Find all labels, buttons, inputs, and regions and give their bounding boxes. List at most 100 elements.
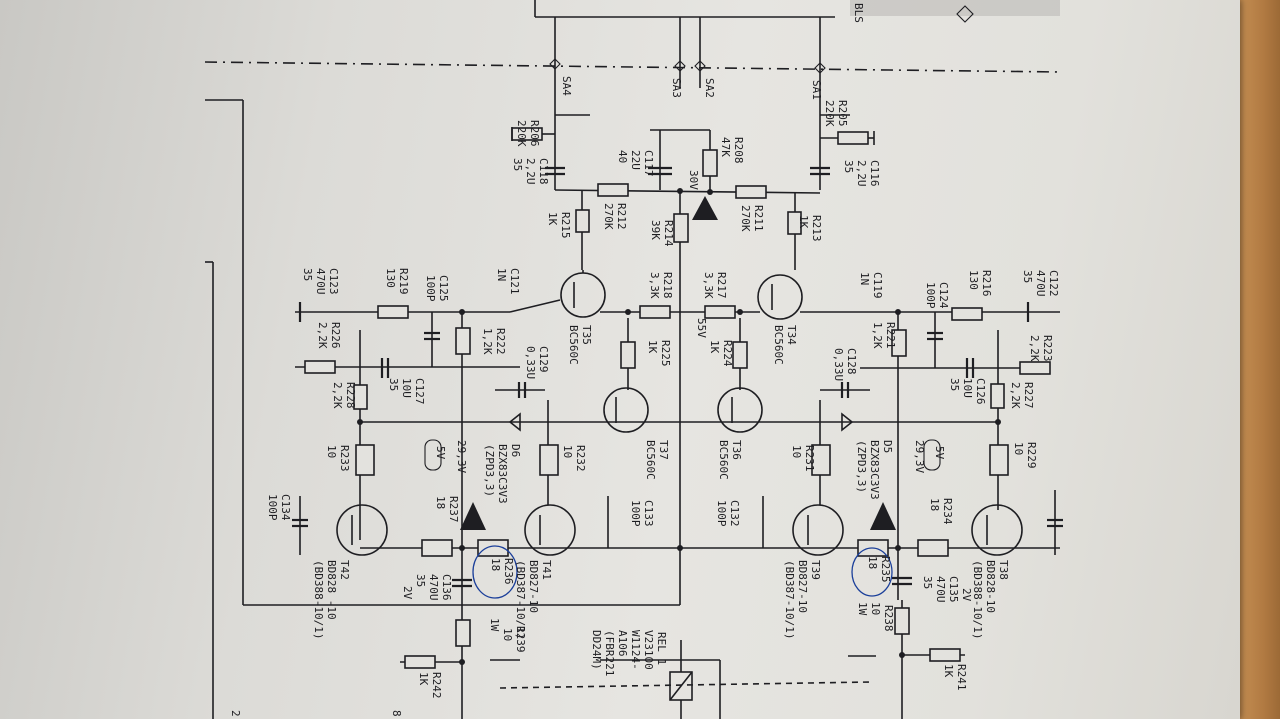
c136-note: 2V bbox=[401, 586, 414, 600]
t42-type: BD828 -10 bbox=[325, 560, 338, 620]
r214-value: 39K bbox=[649, 220, 662, 240]
r229-body bbox=[989, 444, 1009, 476]
r228-body bbox=[353, 384, 368, 410]
wiring bbox=[292, 299, 1063, 719]
t36-type: BC560C bbox=[717, 440, 730, 480]
r236-marker-circle bbox=[472, 545, 518, 599]
r236-value: 18 bbox=[489, 558, 502, 571]
sa4-label: SA4 bbox=[560, 76, 573, 96]
r221-label: R221 bbox=[884, 322, 897, 349]
r217-label: R217 bbox=[715, 272, 728, 299]
c118-label: C118 bbox=[537, 158, 550, 185]
c118-voltage: 35 bbox=[511, 158, 524, 171]
ground-triangle-left bbox=[460, 502, 486, 530]
r235-label: R235 bbox=[879, 556, 892, 583]
transistors bbox=[336, 270, 1023, 556]
t42-alt: (BD388-10/1) bbox=[312, 560, 325, 639]
t39-symbol bbox=[792, 504, 844, 556]
c116-voltage: 35 bbox=[842, 160, 855, 173]
c119-label: C119 bbox=[871, 272, 884, 299]
ground-triangle-top bbox=[692, 196, 718, 220]
r205-label: R205 bbox=[836, 100, 849, 127]
r219-label: R219 bbox=[397, 268, 410, 295]
r232-body bbox=[539, 444, 559, 476]
t38-type: BD828-10 bbox=[984, 560, 997, 613]
r211-label: R211 bbox=[752, 205, 765, 232]
d5-symbol bbox=[841, 412, 854, 432]
c125-label: C125 bbox=[437, 275, 450, 302]
r206-label: R206 bbox=[528, 120, 541, 147]
r238-body bbox=[894, 607, 910, 635]
r228-value: 2,2K bbox=[331, 382, 344, 409]
t38-alt: (BD388-10/1) bbox=[971, 560, 984, 639]
r224-label: R224 bbox=[721, 340, 734, 367]
rel1-type: V23100 bbox=[642, 630, 655, 670]
v293-left-label: 29,3V bbox=[455, 440, 468, 473]
r237-body bbox=[421, 539, 453, 557]
v30-label: 30V bbox=[687, 170, 700, 190]
rel1-label: REL 1 bbox=[655, 632, 668, 665]
corner-label: BLS bbox=[852, 3, 865, 23]
c134-value: 100P bbox=[266, 494, 279, 521]
edge-mark-8: 8 bbox=[390, 710, 403, 717]
v5-right-label: 5V bbox=[933, 446, 946, 460]
r215-value: 1K bbox=[546, 212, 559, 226]
d6-alt: (ZPD3,3) bbox=[483, 444, 496, 497]
c129-value: 0,33U bbox=[524, 346, 537, 379]
r225-value: 1K bbox=[646, 340, 659, 354]
c126-label: C126 bbox=[974, 378, 987, 405]
r234-value: 18 bbox=[928, 498, 941, 511]
rel1-type2: W1124- bbox=[629, 630, 642, 670]
r205-value: 220K bbox=[823, 100, 836, 127]
r231-value: 10 bbox=[790, 445, 803, 458]
r241-body bbox=[929, 648, 961, 662]
c135-label: C135 bbox=[947, 576, 960, 603]
c136-voltage: 35 bbox=[414, 574, 427, 587]
r234-body bbox=[917, 539, 949, 557]
r213-label: R213 bbox=[810, 215, 823, 242]
d5-type: BZX83C3V3 bbox=[868, 440, 881, 500]
r221-value: 1,2K bbox=[871, 322, 884, 349]
t34-type: BC560C bbox=[772, 325, 785, 365]
r238-power: 1W bbox=[856, 602, 869, 616]
r239-value: 10 bbox=[501, 628, 514, 641]
r241-value: 1K bbox=[942, 664, 955, 678]
t41-type: BD827-10 bbox=[527, 560, 540, 613]
r222-body bbox=[455, 327, 471, 355]
t36-label: T36 bbox=[730, 440, 743, 460]
voltage-markers bbox=[424, 439, 941, 471]
r215-label: R215 bbox=[559, 212, 572, 239]
t35-type: BC560C bbox=[567, 325, 580, 365]
c124-label: C124 bbox=[937, 282, 950, 309]
bias-network bbox=[511, 114, 875, 605]
sa1-label: SA1 bbox=[810, 80, 823, 100]
edge-mark-2: 2 bbox=[229, 710, 242, 717]
r224-body bbox=[732, 341, 748, 369]
r226-body bbox=[304, 360, 336, 374]
r213-body bbox=[787, 211, 802, 235]
sa2-label: SA2 bbox=[703, 78, 716, 98]
r225-label: R225 bbox=[659, 340, 672, 367]
c136-value: 470U bbox=[427, 574, 440, 601]
t39-alt: (BD387-10/1) bbox=[783, 560, 796, 639]
t39-label: T39 bbox=[809, 560, 822, 580]
c135-voltage: 35 bbox=[921, 576, 934, 589]
r229-label: R229 bbox=[1025, 442, 1038, 469]
r238-label: R238 bbox=[882, 605, 895, 632]
r237-label: R237 bbox=[447, 496, 460, 523]
v5-left-label: 5V bbox=[434, 446, 447, 460]
v5-left-box bbox=[424, 439, 442, 471]
r212-label: R212 bbox=[615, 203, 628, 230]
r229-value: 10 bbox=[1012, 442, 1025, 455]
r236-body bbox=[477, 539, 509, 557]
t37-symbol bbox=[603, 387, 649, 433]
r227-value: 2,2K bbox=[1009, 382, 1022, 409]
sa3-label: SA3 bbox=[670, 78, 683, 98]
r208-value: 47K bbox=[719, 137, 732, 157]
r222-label: R222 bbox=[494, 328, 507, 355]
r219-body bbox=[377, 305, 409, 319]
top-border bbox=[204, 0, 1061, 719]
r217-body bbox=[704, 305, 736, 319]
r217-value: 3,3K bbox=[702, 272, 715, 299]
